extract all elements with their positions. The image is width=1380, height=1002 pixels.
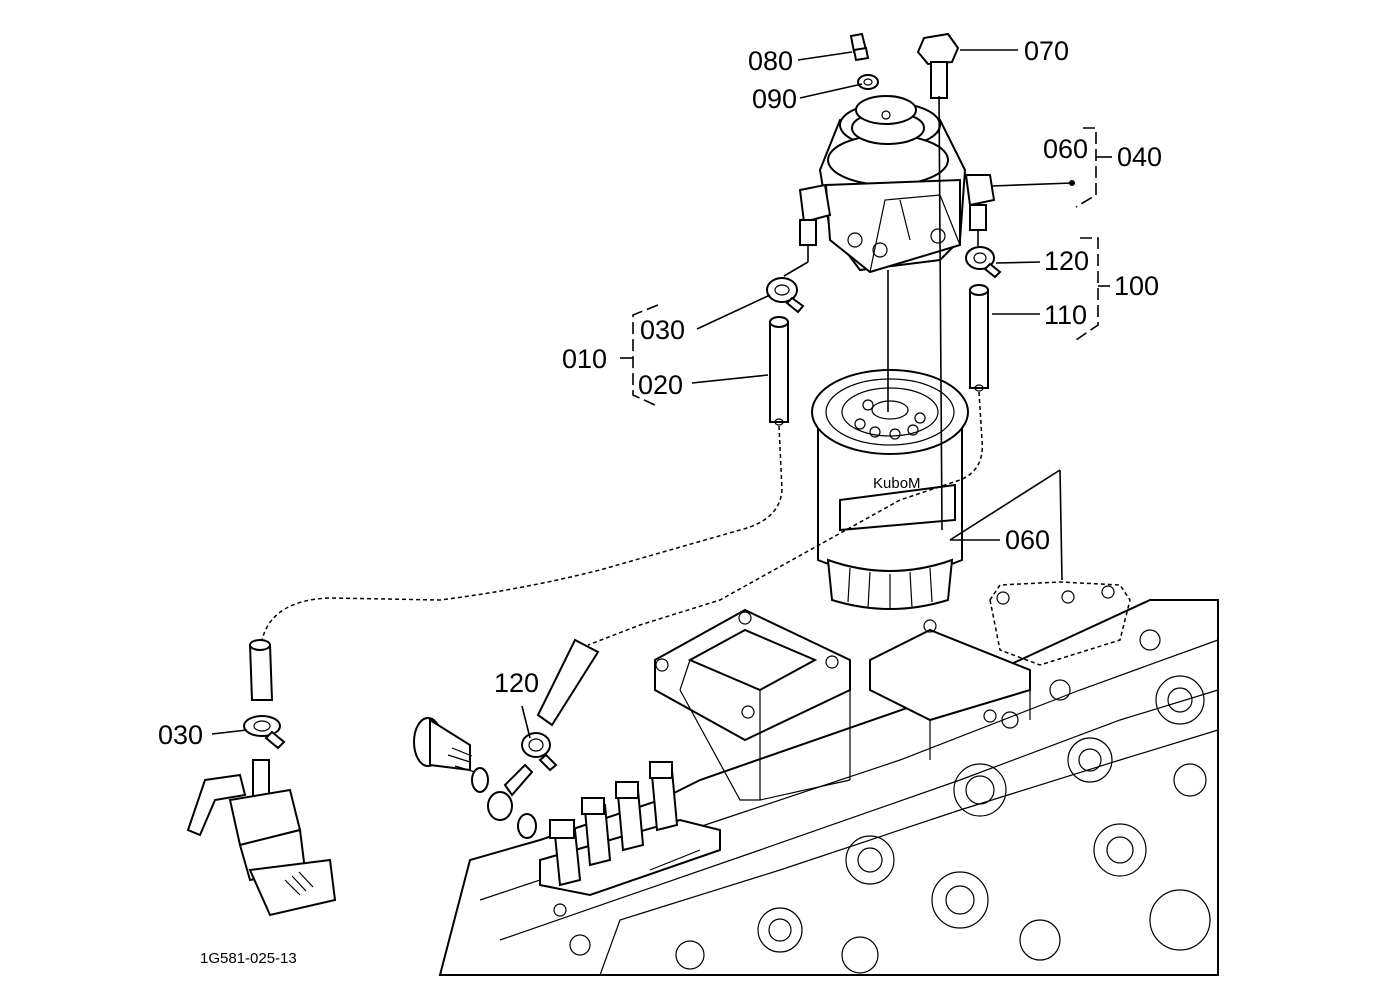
engine-cylinder-head (438, 581, 1219, 976)
hose-020 (769, 316, 789, 426)
hose-110 (969, 284, 989, 392)
callout-120-lower: 120 (494, 668, 539, 698)
callout-070: 070 (1024, 36, 1069, 66)
fuel-feed-pump (186, 639, 337, 917)
screw-080 (849, 32, 870, 62)
clamp-030-upper (766, 277, 805, 314)
callout-060-top: 060 (1043, 134, 1088, 164)
leader-lines (211, 49, 1112, 739)
callout-020: 020 (638, 370, 683, 400)
callout-100: 100 (1114, 271, 1159, 301)
hose-lower (536, 638, 600, 727)
callout-080: 080 (748, 46, 793, 76)
callout-090: 090 (752, 84, 797, 114)
callout-060-lower: 060 (1005, 525, 1050, 555)
injection-pump-assembly (413, 717, 721, 897)
callout-030-upper: 030 (640, 315, 685, 345)
callout-120-right: 120 (1044, 246, 1089, 276)
filter-head (798, 95, 996, 274)
fuel-filter-cartridge (811, 369, 969, 610)
brand-mark: KuboM (873, 475, 921, 492)
drawing-code: 1G581-025-13 (200, 950, 297, 967)
washer-090 (857, 74, 879, 90)
callout-110: 110 (1044, 300, 1087, 330)
clamp-120-right (965, 246, 1002, 279)
callout-040: 040 (1117, 142, 1162, 172)
callout-030-lower: 030 (158, 720, 203, 750)
callout-010: 010 (562, 344, 607, 374)
bolt-070 (916, 32, 960, 99)
